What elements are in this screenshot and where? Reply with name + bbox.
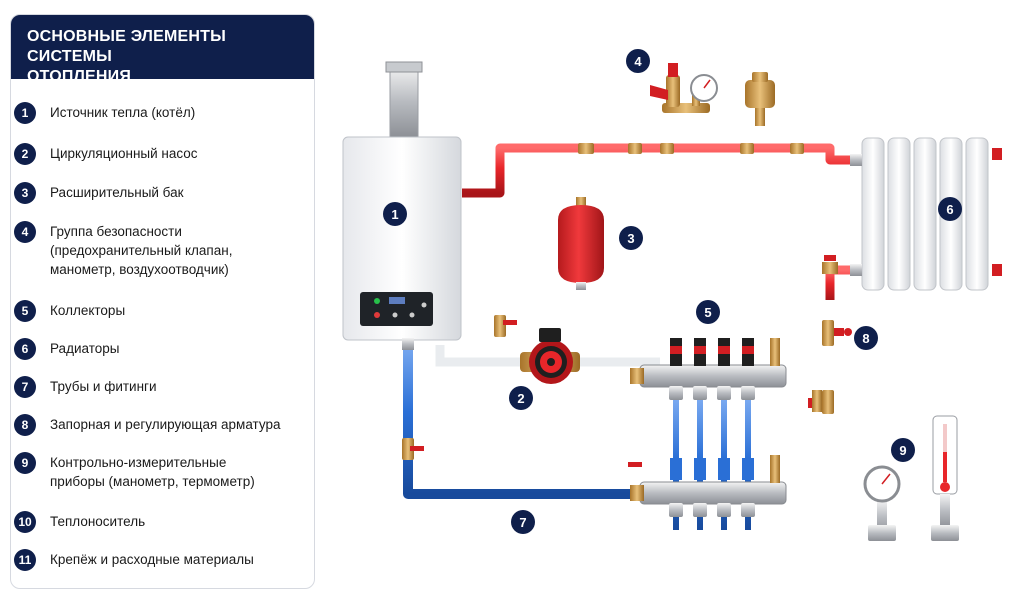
legend-item: 3 Расширительный бак <box>14 182 295 204</box>
legend-label: Запорная и регулирующая арматура <box>50 417 281 432</box>
legend-header: ОСНОВНЫЕ ЭЛЕМЕНТЫ СИСТЕМЫ ОТОПЛЕНИЯ <box>11 15 314 85</box>
boiler <box>342 61 462 350</box>
shutoff-valve <box>822 390 834 414</box>
legend-label: Теплоноситель <box>50 514 146 529</box>
legend-label: Группа безопасности (предохранительный к… <box>50 224 233 277</box>
legend-item: 11 Крепёж и расходные материалы <box>14 549 295 571</box>
ball-valve <box>402 438 424 460</box>
legend-item: 7 Трубы и фитинги <box>14 376 295 398</box>
legend-number: 11 <box>14 549 36 571</box>
badge-8: 8 <box>854 326 878 350</box>
shutoff-valve <box>822 320 852 346</box>
legend-label: Контрольно-измерительные приборы (маноме… <box>50 455 255 489</box>
expansion-tank <box>558 197 604 290</box>
legend-label: Крепёж и расходные материалы <box>50 552 254 567</box>
badge-9: 9 <box>891 438 915 462</box>
air-vent <box>745 72 775 126</box>
badge-1: 1 <box>383 202 407 226</box>
legend-number: 7 <box>14 376 36 398</box>
pressure-gauge <box>863 465 901 541</box>
legend-number: 6 <box>14 338 36 360</box>
svg-text:7: 7 <box>519 515 526 530</box>
legend-item: 5 Коллекторы <box>14 300 295 322</box>
legend-number: 4 <box>14 221 36 243</box>
legend-title-line2: ОТОПЛЕНИЯ <box>27 68 132 85</box>
legend-number: 3 <box>14 182 36 204</box>
legend-title-line1: ОСНОВНЫЕ ЭЛЕМЕНТЫ СИСТЕМЫ <box>27 28 226 65</box>
badge-4: 4 <box>626 49 650 73</box>
return-manifold <box>628 455 787 517</box>
legend-panel: ОСНОВНЫЕ ЭЛЕМЕНТЫ СИСТЕМЫ ОТОПЛЕНИЯ <box>10 14 315 589</box>
thermometer <box>931 415 959 541</box>
svg-text:9: 9 <box>899 443 906 458</box>
legend-label: Радиаторы <box>50 341 120 356</box>
badge-3: 3 <box>619 226 643 250</box>
legend-item: 8 Запорная и регулирующая арматура <box>14 414 295 436</box>
circulation-pump <box>520 328 580 384</box>
legend-label: Циркуляционный насос <box>50 146 198 161</box>
diagram-badges: 1 2 3 4 5 6 7 8 9 <box>383 49 962 534</box>
legend-item: 6 Радиаторы <box>14 338 295 360</box>
ball-valve <box>494 315 517 337</box>
badge-6: 6 <box>938 197 962 221</box>
cold-pipe-return <box>403 345 640 499</box>
svg-text:8: 8 <box>862 331 869 346</box>
legend-number: 2 <box>14 143 36 165</box>
radiator <box>850 137 1002 291</box>
legend-label: Источник тепла (котёл) <box>50 105 196 120</box>
legend-item: 10 Теплоноситель <box>14 511 295 533</box>
legend-item: 4 Группа безопасности (предохранительный … <box>14 221 265 279</box>
legend-item: 9 Контрольно-измерительные приборы (маном… <box>14 452 272 491</box>
hot-pipe <box>462 143 858 198</box>
legend-label: Коллекторы <box>50 303 126 318</box>
legend-label: Трубы и фитинги <box>50 379 157 394</box>
legend-label: Расширительный бак <box>50 185 184 200</box>
legend-number: 9 <box>14 452 36 474</box>
legend-number: 10 <box>14 511 36 533</box>
legend-item: 1 Источник тепла (котёл) <box>14 102 295 124</box>
svg-text:1: 1 <box>391 207 398 222</box>
badge-7: 7 <box>511 510 535 534</box>
svg-text:6: 6 <box>946 202 953 217</box>
legend-number: 5 <box>14 300 36 322</box>
supply-manifold <box>630 338 822 412</box>
svg-text:2: 2 <box>517 391 524 406</box>
radiator-valve <box>822 255 838 274</box>
svg-text:4: 4 <box>634 54 642 69</box>
legend-number: 1 <box>14 102 36 124</box>
legend-item: 2 Циркуляционный насос <box>14 143 295 165</box>
legend-number: 8 <box>14 414 36 436</box>
svg-text:3: 3 <box>627 231 634 246</box>
badge-2: 2 <box>509 386 533 410</box>
safety-group <box>650 63 718 113</box>
badge-5: 5 <box>696 300 720 324</box>
svg-text:5: 5 <box>704 305 711 320</box>
